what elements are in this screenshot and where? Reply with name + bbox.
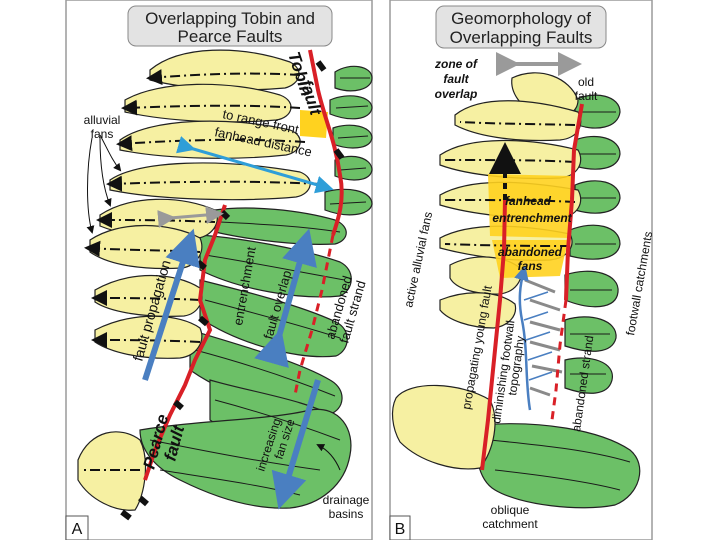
panel-b-title-2: Overlapping Faults xyxy=(450,28,593,47)
abandoned-fans-label-2: fans xyxy=(518,259,543,273)
panel-b-drainage-lines xyxy=(489,111,631,491)
tobin-fault-line xyxy=(308,49,344,236)
panel-a-title-2: Pearce Faults xyxy=(178,27,283,46)
panel-a-letter-box xyxy=(65,515,89,540)
fault-overlap-gray-arrow xyxy=(157,206,224,228)
old-fault-line xyxy=(564,103,584,301)
drainage-basins-label-1: drainage xyxy=(323,493,370,507)
panel-b-young-stream xyxy=(514,265,532,411)
panel-b-title-1: Geomorphology of xyxy=(451,9,591,28)
panel-a-faults xyxy=(120,49,345,521)
abandoned-strand-line xyxy=(550,299,568,421)
panel-a: Overlapping Tobin and Pearce Faults Tobi… xyxy=(65,0,373,540)
panel-b: Geomorphology of Overlapping Faults zone… xyxy=(389,0,655,540)
alluvial-fans-label-1: alluvial xyxy=(84,113,121,127)
alluvial-fans-label-2: fans xyxy=(91,127,114,141)
old-fault-label-2: fault xyxy=(575,89,598,103)
panel-a-title-1: Overlapping Tobin and xyxy=(145,9,315,28)
panel-b-title-box xyxy=(435,5,607,49)
fault-overlap-arrow xyxy=(254,228,317,368)
fault-propagation-arrow xyxy=(142,228,200,381)
zone-label-2: fault xyxy=(443,72,469,86)
fan-size-arrow xyxy=(271,379,321,510)
zone-label-3: overlap xyxy=(435,87,478,101)
abandoned-fans-patch xyxy=(492,240,568,278)
old-fault-label-1: old xyxy=(578,75,594,89)
panel-b-young-tributaries xyxy=(523,291,553,381)
fanhead-label-2: entrenchment xyxy=(492,211,572,225)
oblique-catchment-label-2: catchment xyxy=(482,517,538,531)
panel-a-leaders xyxy=(86,134,341,471)
oblique-catchment-label-1: oblique xyxy=(491,503,530,517)
panel-a-letter: A xyxy=(72,521,83,538)
pearce-fault-line xyxy=(143,204,227,481)
panel-b-letter-box xyxy=(389,515,411,540)
young-fault-line xyxy=(480,199,507,471)
tobin-abandoned-strand xyxy=(293,234,335,396)
tobin-yellow-patch xyxy=(300,110,328,138)
panel-a-title-box xyxy=(127,5,333,47)
drainage-basins-label-2: basins xyxy=(329,507,364,521)
fanhead-distance-arrow xyxy=(175,136,334,194)
panel-b-catchments xyxy=(475,94,641,509)
panel-b-fan-channels xyxy=(444,121,576,247)
panel-b-letter: B xyxy=(395,521,406,538)
abandoned-fans-label-1: abandoned xyxy=(498,245,563,259)
panel-a-drainage-lines xyxy=(149,77,370,496)
zone-label-1: zone of xyxy=(434,57,478,71)
fanhead-label-1: fanhead xyxy=(505,194,552,208)
fanhead-entrenchment-patch xyxy=(488,174,572,238)
